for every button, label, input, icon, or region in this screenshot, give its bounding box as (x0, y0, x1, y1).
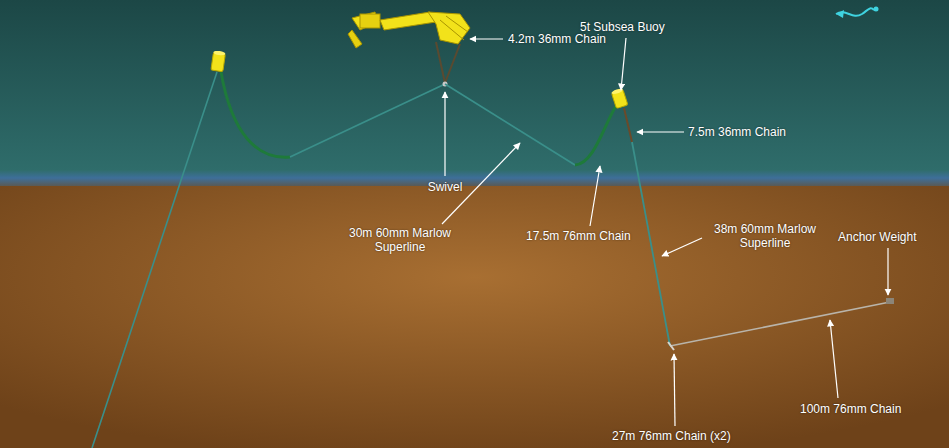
callout-label: 38m 60mm Marlow Superline (705, 222, 825, 250)
callout-label: Swivel (425, 180, 465, 194)
callout-label: 4.2m 36mm Chain (508, 32, 606, 46)
callout-label: 100m 76mm Chain (800, 402, 901, 416)
chain (445, 44, 460, 83)
seabed-surface (0, 170, 949, 186)
callout-label: 5t Subsea Buoy (580, 20, 665, 34)
callout-label: 30m 60mm Marlow Superline (335, 226, 465, 254)
chain (436, 42, 445, 83)
callout-label: 27m 76mm Chain (x2) (612, 429, 731, 443)
logo (874, 7, 879, 12)
callout-label: Anchor Weight (838, 230, 917, 244)
anchor-weight (886, 298, 894, 304)
chain (670, 302, 890, 346)
excavator (348, 12, 470, 48)
chain (624, 108, 632, 142)
leader-arrows (442, 38, 888, 426)
water (0, 0, 949, 172)
mooring-line (92, 72, 217, 448)
chain (668, 342, 674, 350)
buoy (211, 50, 226, 71)
buoy (611, 88, 628, 109)
callout-label: 17.5m 76mm Chain (526, 229, 631, 243)
superline (632, 142, 670, 346)
seabed (0, 185, 949, 448)
callout-label: 7.5m 36mm Chain (688, 125, 786, 139)
logo (836, 10, 844, 18)
superline (290, 84, 445, 157)
chain (221, 72, 290, 157)
chain (575, 106, 616, 165)
